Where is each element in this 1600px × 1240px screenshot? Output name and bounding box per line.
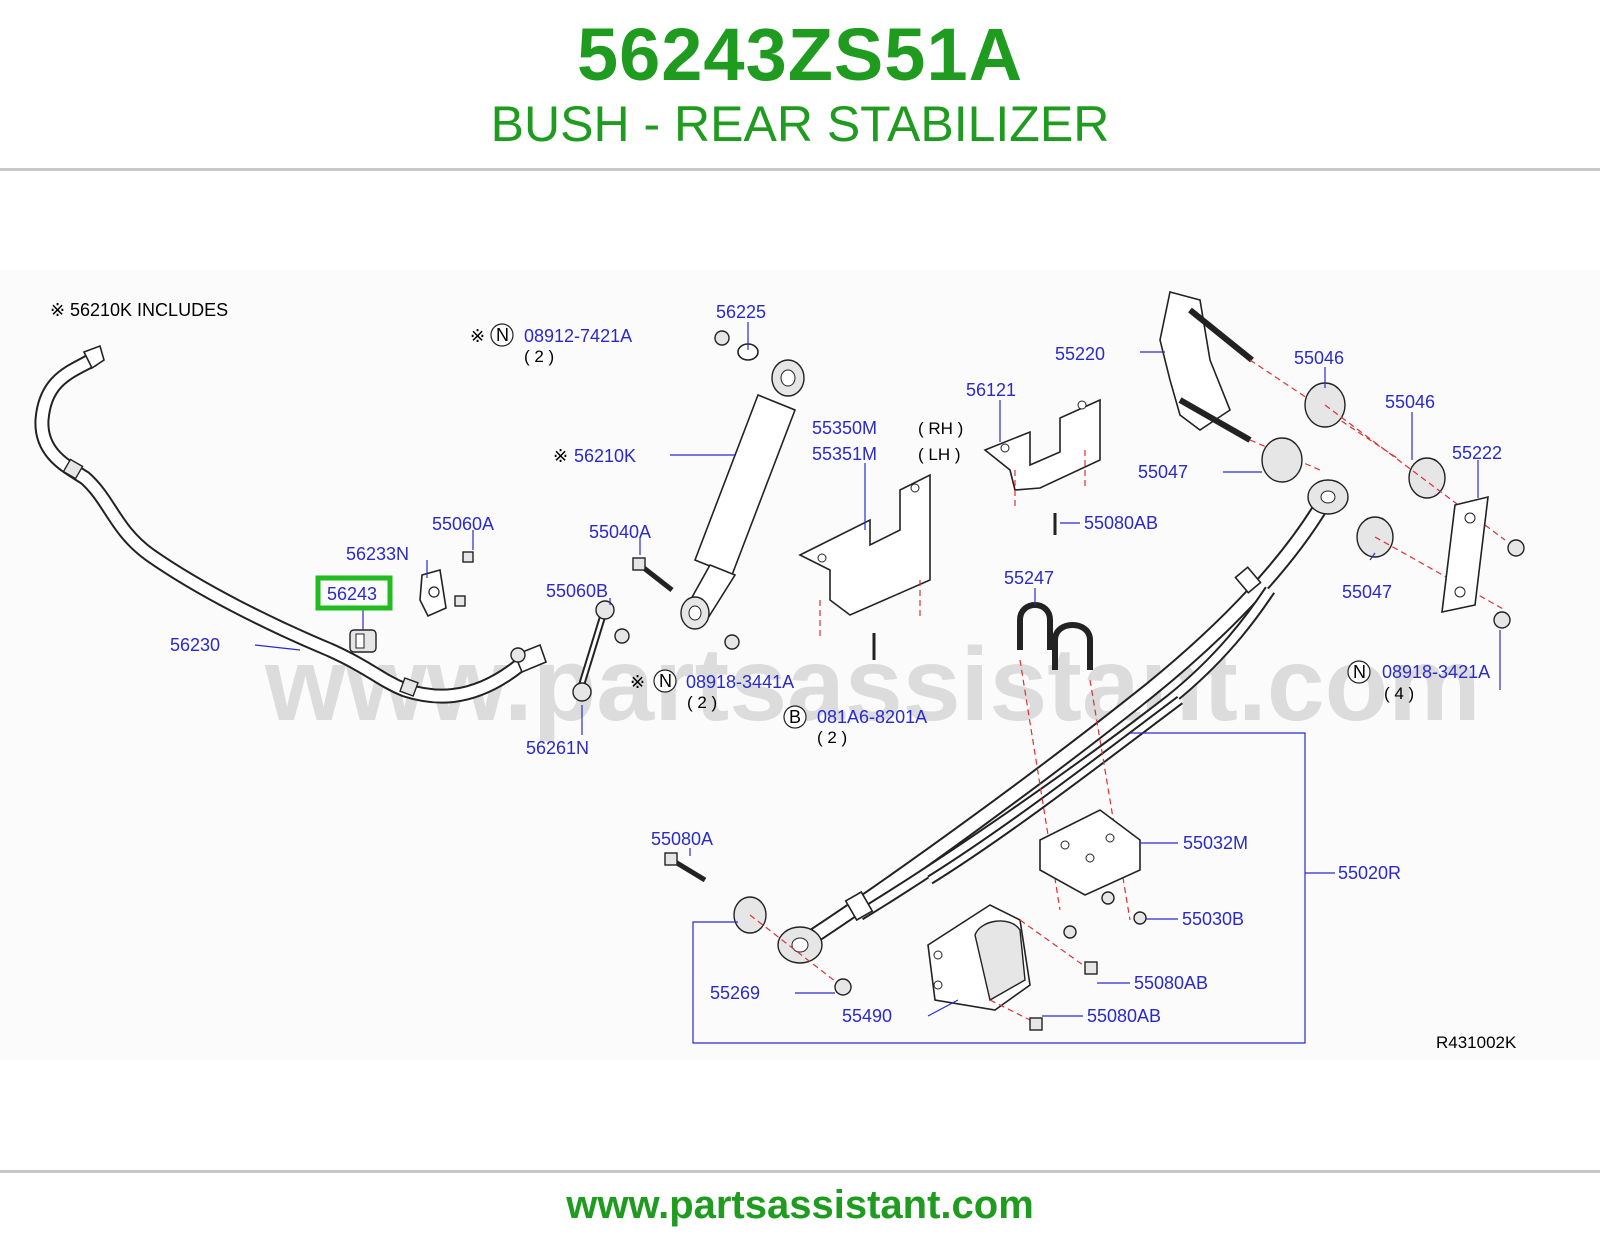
label-55350m[interactable]: 55350M bbox=[812, 418, 877, 438]
label-55040a[interactable]: 55040A bbox=[589, 522, 651, 542]
qty-08918-3441a: ( 2 ) bbox=[687, 693, 717, 712]
label-55047-left[interactable]: 55047 bbox=[1138, 462, 1188, 482]
circle-mark-n3-text: N bbox=[1353, 662, 1366, 682]
note-mark-56210k: ※ bbox=[553, 446, 568, 466]
label-08918-3441a[interactable]: 08918-3441A bbox=[686, 672, 794, 692]
part-number-title: 56243ZS51A bbox=[576, 13, 1024, 96]
circle-mark-b1-text: B bbox=[789, 707, 801, 727]
bracket-56233n-drawing bbox=[419, 551, 474, 618]
label-55046-right[interactable]: 55046 bbox=[1385, 392, 1435, 412]
label-55020r[interactable]: 55020R bbox=[1338, 863, 1401, 883]
circle-mark-n1 bbox=[490, 323, 514, 347]
circle-mark-n3 bbox=[1347, 660, 1371, 684]
circle-mark-n2 bbox=[653, 669, 677, 693]
hanger-55220-drawing bbox=[1159, 291, 1401, 471]
label-55032m[interactable]: 55032M bbox=[1183, 833, 1248, 853]
header-divider bbox=[0, 168, 1600, 171]
label-55030b[interactable]: 55030B bbox=[1182, 909, 1244, 929]
label-56210k[interactable]: 56210K bbox=[574, 446, 636, 466]
part-name-subtitle: BUSH - REAR STABILIZER bbox=[490, 96, 1110, 152]
label-55222[interactable]: 55222 bbox=[1452, 443, 1502, 463]
label-55080a[interactable]: 55080A bbox=[651, 829, 713, 849]
highlight-box-56243 bbox=[315, 575, 393, 611]
label-56121[interactable]: 56121 bbox=[966, 380, 1016, 400]
qty-08912-7421a: ( 2 ) bbox=[524, 347, 554, 366]
footer-divider bbox=[0, 1170, 1600, 1173]
circle-mark-b1 bbox=[783, 705, 807, 729]
label-55047-right[interactable]: 55047 bbox=[1342, 582, 1392, 602]
label-55247[interactable]: 55247 bbox=[1004, 568, 1054, 588]
includes-note: 56210K INCLUDES bbox=[70, 300, 228, 320]
watermark-text: www.partsassistant.com bbox=[264, 627, 1481, 743]
assembly-frame bbox=[692, 732, 1306, 1044]
leader-lines bbox=[254, 322, 1501, 1017]
bushing-56243-drawing bbox=[349, 629, 377, 653]
header: 56243ZS51A BUSH - REAR STABILIZER bbox=[0, 0, 1600, 168]
label-56225[interactable]: 56225 bbox=[716, 302, 766, 322]
bracket-55350m-drawing bbox=[798, 473, 931, 660]
stabilizer-bar-drawing bbox=[34, 344, 548, 704]
front-eye-parts-drawing bbox=[664, 852, 852, 996]
note-mark-08912: ※ bbox=[470, 326, 485, 346]
side-55351m: ( LH ) bbox=[918, 445, 961, 464]
label-56261n[interactable]: 56261N bbox=[526, 738, 589, 758]
side-55350m: ( RH ) bbox=[918, 419, 963, 438]
qty-081a6-8201a: ( 2 ) bbox=[817, 728, 847, 747]
label-55060b[interactable]: 55060B bbox=[546, 581, 608, 601]
reference-code: R431002K bbox=[1436, 1033, 1517, 1052]
label-55080ab-top[interactable]: 55080AB bbox=[1084, 513, 1158, 533]
label-55080ab-low[interactable]: 55080AB bbox=[1087, 1006, 1161, 1026]
label-55220[interactable]: 55220 bbox=[1055, 344, 1105, 364]
bumper-55490-drawing bbox=[927, 904, 1098, 1031]
label-08912-7421a[interactable]: 08912-7421A bbox=[524, 326, 632, 346]
label-08918-3421a[interactable]: 08918-3421A bbox=[1382, 662, 1490, 682]
label-55080ab-mid[interactable]: 55080AB bbox=[1134, 973, 1208, 993]
bracket-56121-drawing bbox=[983, 398, 1101, 535]
shock-absorber-drawing bbox=[680, 330, 805, 650]
leaf-spring-drawing bbox=[777, 479, 1349, 964]
label-55060a[interactable]: 55060A bbox=[432, 514, 494, 534]
qty-08918-3421a: ( 4 ) bbox=[1384, 684, 1414, 703]
link-rod-drawing bbox=[510, 557, 674, 702]
label-55490[interactable]: 55490 bbox=[842, 1006, 892, 1026]
label-081a6-8201a[interactable]: 081A6-8201A bbox=[817, 707, 927, 727]
footer-url-link[interactable]: www.partsassistant.com bbox=[566, 1183, 1034, 1227]
label-55269[interactable]: 55269 bbox=[710, 983, 760, 1003]
circle-mark-n1-text: N bbox=[496, 325, 509, 345]
note-mark-08918-3441: ※ bbox=[630, 672, 645, 692]
includes-note-mark: ※ bbox=[50, 300, 65, 320]
label-55351m[interactable]: 55351M bbox=[812, 444, 877, 464]
label-55046-top[interactable]: 55046 bbox=[1294, 348, 1344, 368]
shackle-55222-drawing bbox=[1441, 495, 1525, 629]
label-56243[interactable]: 56243 bbox=[327, 584, 377, 604]
label-56230[interactable]: 56230 bbox=[170, 635, 220, 655]
spring-seat-55032m-drawing bbox=[1039, 809, 1147, 939]
circle-mark-n2-text: N bbox=[659, 671, 672, 691]
label-56233n[interactable]: 56233N bbox=[346, 544, 409, 564]
